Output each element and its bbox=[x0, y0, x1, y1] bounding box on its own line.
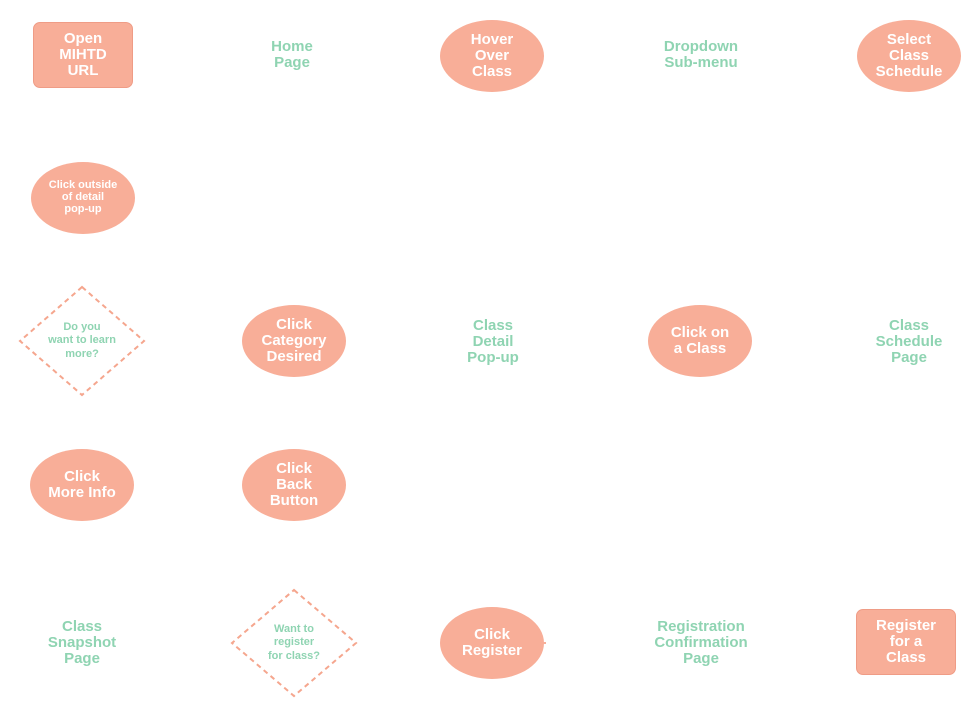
class-detail-popup-label: Class Detail Pop-up bbox=[467, 316, 519, 367]
register-decision-node: Want to register for class? bbox=[230, 588, 358, 698]
class-snapshot-page-node: Class Snapshot Page bbox=[36, 615, 128, 671]
click-back-button-node: Click Back Button bbox=[242, 449, 346, 521]
click-on-class-label: Click on a Class bbox=[670, 323, 730, 357]
class-schedule-page-label: Class Schedule Page bbox=[875, 316, 943, 367]
dropdown-submenu-node: Dropdown Sub-menu bbox=[645, 30, 757, 80]
click-category-node: Click Category Desired bbox=[242, 305, 346, 377]
register-for-class-label: Register for a Class bbox=[875, 616, 937, 667]
registration-confirmation-page-label: Registration Confirmation Page bbox=[654, 617, 748, 668]
click-outside-popup-label: Click outside of detail pop-up bbox=[48, 179, 118, 215]
click-outside-popup-node: Click outside of detail pop-up bbox=[31, 162, 135, 234]
click-register-node: Click Register bbox=[440, 607, 544, 679]
class-detail-popup-node: Class Detail Pop-up bbox=[446, 314, 540, 370]
registration-confirmation-page-node: Registration Confirmation Page bbox=[640, 615, 762, 671]
register-for-class-node: Register for a Class bbox=[856, 609, 956, 675]
learn-more-decision-node: Do you want to learn more? bbox=[18, 285, 146, 397]
register-decision-label: Want to register for class? bbox=[268, 623, 320, 662]
hover-over-class-label: Hover Over Class bbox=[470, 30, 514, 81]
click-more-info-label: Click More Info bbox=[48, 467, 116, 501]
dropdown-submenu-label: Dropdown Sub-menu bbox=[663, 37, 739, 71]
class-snapshot-page-label: Class Snapshot Page bbox=[47, 617, 117, 668]
click-back-button-label: Click Back Button bbox=[269, 459, 319, 510]
connector-stub bbox=[541, 642, 546, 644]
learn-more-decision-label: Do you want to learn more? bbox=[48, 321, 116, 360]
select-class-schedule-label: Select Class Schedule bbox=[875, 30, 943, 81]
home-page-node: Home Page bbox=[244, 30, 340, 80]
class-schedule-page-node: Class Schedule Page bbox=[862, 314, 956, 370]
click-category-label: Click Category Desired bbox=[261, 315, 327, 366]
open-url-label: Open MIHTD URL bbox=[59, 29, 107, 80]
hover-over-class-node: Hover Over Class bbox=[440, 20, 544, 92]
decision-diamond-shape bbox=[18, 285, 146, 397]
click-on-class-node: Click on a Class bbox=[648, 305, 752, 377]
decision-diamond-shape bbox=[230, 588, 358, 698]
home-page-label: Home Page bbox=[271, 37, 313, 71]
select-class-schedule-node: Select Class Schedule bbox=[857, 20, 961, 92]
click-register-label: Click Register bbox=[461, 625, 523, 659]
click-more-info-node: Click More Info bbox=[30, 449, 134, 521]
open-url-node: Open MIHTD URL bbox=[33, 22, 133, 88]
